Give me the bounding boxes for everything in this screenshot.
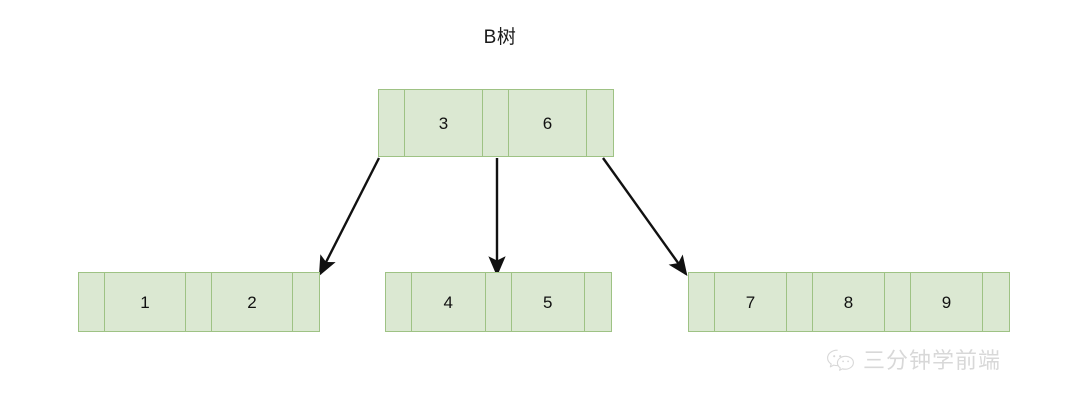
btree-cell-pointer bbox=[585, 273, 611, 331]
btree-cell-pointer bbox=[79, 273, 105, 331]
btree-cell-pointer bbox=[186, 273, 212, 331]
wechat-icon bbox=[827, 349, 854, 371]
btree-cell-pointer bbox=[587, 90, 613, 156]
btree-cell-pointer bbox=[386, 273, 412, 331]
edge-root-to-leaf-left bbox=[318, 157, 381, 277]
btree-node-root: 3 6 bbox=[378, 89, 614, 157]
btree-cell-pointer bbox=[885, 273, 911, 331]
btree-cell-key: 4 bbox=[412, 273, 486, 331]
btree-cell-pointer bbox=[483, 90, 509, 156]
btree-cell-key: 3 bbox=[405, 90, 483, 156]
watermark: 三分钟学前端 bbox=[826, 348, 1001, 374]
btree-cell-key: 1 bbox=[105, 273, 186, 331]
btree-cell-pointer bbox=[983, 273, 1009, 331]
btree-node-leaf-middle: 4 5 bbox=[385, 272, 612, 332]
btree-cell-pointer bbox=[689, 273, 715, 331]
btree-cell-key: 5 bbox=[511, 273, 585, 331]
btree-cell-key: 6 bbox=[509, 90, 587, 156]
btree-cell-key: 9 bbox=[911, 273, 983, 331]
btree-node-leaf-left: 1 2 bbox=[78, 272, 320, 332]
btree-cell-pointer bbox=[787, 273, 813, 331]
btree-cell-key: 2 bbox=[212, 273, 293, 331]
page-title: B树 bbox=[483, 27, 517, 48]
btree-cell-key: 8 bbox=[813, 273, 885, 331]
btree-cell-key: 7 bbox=[715, 273, 787, 331]
btree-cell-pointer bbox=[293, 273, 319, 331]
watermark-text: 三分钟学前端 bbox=[863, 348, 1002, 373]
edge-root-to-leaf-right bbox=[602, 157, 688, 276]
btree-cell-pointer bbox=[485, 273, 512, 331]
btree-cell-pointer bbox=[379, 90, 405, 156]
btree-node-leaf-right: 7 8 9 bbox=[688, 272, 1010, 332]
